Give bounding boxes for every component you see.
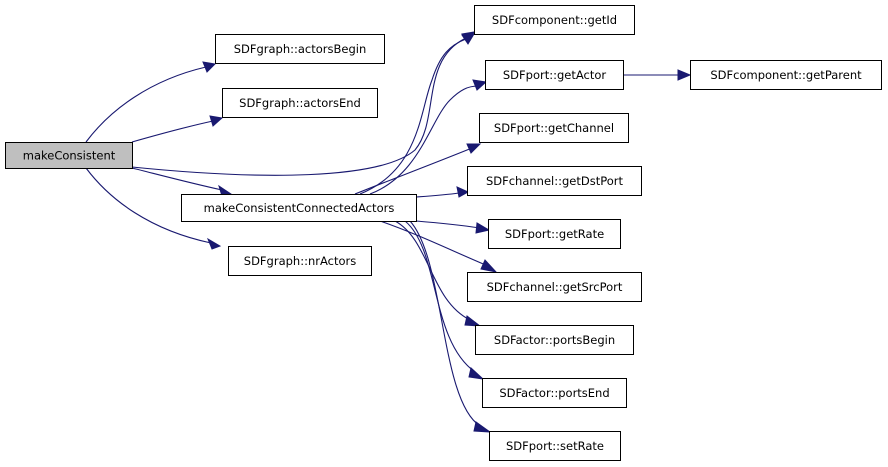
edge-line bbox=[404, 220, 476, 373]
edge-line bbox=[379, 220, 489, 267]
node-portsEnd[interactable]: SDFactor::portsEnd bbox=[482, 378, 627, 408]
node-actorsBegin[interactable]: SDFgraph::actorsBegin bbox=[215, 34, 385, 64]
edge-line bbox=[359, 38, 467, 195]
node-nrActors[interactable]: SDFgraph::nrActors bbox=[228, 246, 372, 276]
edge-mcca-to-getChannel bbox=[354, 143, 482, 195]
arrowhead-icon bbox=[206, 237, 222, 250]
node-label: SDFport::setRate bbox=[506, 439, 604, 453]
node-getRate[interactable]: SDFport::getRate bbox=[488, 219, 621, 249]
edge-mcca-to-setRate bbox=[409, 220, 492, 433]
node-label: SDFactor::portsBegin bbox=[494, 333, 615, 347]
edge-mcca-to-getActor bbox=[369, 79, 488, 195]
node-label: SDFactor::portsEnd bbox=[499, 386, 609, 400]
node-getActor[interactable]: SDFport::getActor bbox=[485, 60, 624, 90]
edge-line bbox=[85, 167, 212, 244]
node-label: SDFport::getChannel bbox=[494, 121, 614, 135]
node-label: SDFgraph::actorsBegin bbox=[234, 42, 367, 56]
edge-makeConsistent-to-mcca bbox=[131, 167, 233, 197]
edges-layer bbox=[85, 31, 692, 433]
edge-line bbox=[354, 147, 473, 195]
edge-line bbox=[394, 220, 471, 321]
node-label: makeConsistentConnectedActors bbox=[204, 201, 395, 215]
node-getId[interactable]: SDFcomponent::getId bbox=[474, 5, 635, 35]
node-makeConsistent[interactable]: makeConsistent bbox=[5, 142, 133, 169]
edge-mcca-to-getDstPort bbox=[415, 186, 470, 198]
arrowhead-icon bbox=[461, 33, 475, 45]
node-label: SDFport::getActor bbox=[503, 68, 607, 82]
node-label: SDFport::getRate bbox=[505, 227, 604, 241]
arrowhead-icon bbox=[464, 315, 482, 327]
node-label: SDFcomponent::getId bbox=[492, 13, 617, 27]
edge-getActor-to-getParent bbox=[622, 69, 692, 81]
nodes-layer: makeConsistent SDFgraph::actorsBegin SDF… bbox=[5, 5, 882, 461]
node-setRate[interactable]: SDFport::setRate bbox=[489, 431, 621, 461]
node-getSrcPort[interactable]: SDFchannel::getSrcPort bbox=[467, 272, 642, 302]
edge-mcca-to-getRate bbox=[415, 220, 491, 234]
arrowhead-icon bbox=[480, 259, 498, 273]
edge-makeConsistent-to-nrActors bbox=[85, 167, 222, 250]
edge-line bbox=[415, 192, 460, 198]
edge-makeConsistent-to-actorsBegin bbox=[85, 61, 217, 143]
edge-line bbox=[369, 85, 479, 195]
arrowhead-icon bbox=[472, 79, 488, 91]
arrowhead-icon bbox=[466, 143, 482, 154]
node-getParent[interactable]: SDFcomponent::getParent bbox=[690, 60, 882, 90]
node-label: makeConsistent bbox=[23, 149, 116, 163]
arrowhead-icon bbox=[677, 69, 692, 81]
edge-line bbox=[415, 220, 481, 229]
arrowhead-icon bbox=[456, 186, 470, 198]
edge-line bbox=[131, 120, 214, 143]
node-label: SDFgraph::actorsEnd bbox=[239, 96, 361, 110]
arrowhead-icon bbox=[473, 421, 492, 433]
arrowhead-icon bbox=[209, 115, 224, 127]
node-makeConsistentConnectedActors[interactable]: makeConsistentConnectedActors bbox=[181, 194, 417, 222]
edge-line bbox=[131, 37, 467, 176]
node-portsBegin[interactable]: SDFactor::portsBegin bbox=[475, 325, 634, 355]
arrowhead-icon bbox=[475, 222, 491, 234]
arrowhead-icon bbox=[468, 367, 485, 380]
edge-mcca-to-getId bbox=[359, 33, 475, 195]
node-label: SDFgraph::nrActors bbox=[244, 254, 356, 268]
edge-line bbox=[85, 66, 207, 143]
node-label: SDFcomponent::getParent bbox=[710, 68, 862, 82]
node-getDstPort[interactable]: SDFchannel::getDstPort bbox=[467, 166, 642, 196]
edge-makeConsistent-to-actorsEnd bbox=[131, 115, 224, 143]
node-getChannel[interactable]: SDFport::getChannel bbox=[479, 113, 629, 143]
edge-line bbox=[131, 167, 223, 191]
edge-line bbox=[409, 220, 481, 427]
arrowhead-icon bbox=[202, 61, 217, 73]
node-actorsEnd[interactable]: SDFgraph::actorsEnd bbox=[222, 88, 378, 118]
edge-mcca-to-getSrcPort bbox=[379, 220, 498, 273]
node-label: SDFchannel::getSrcPort bbox=[487, 280, 623, 294]
node-label: SDFchannel::getDstPort bbox=[486, 174, 624, 188]
